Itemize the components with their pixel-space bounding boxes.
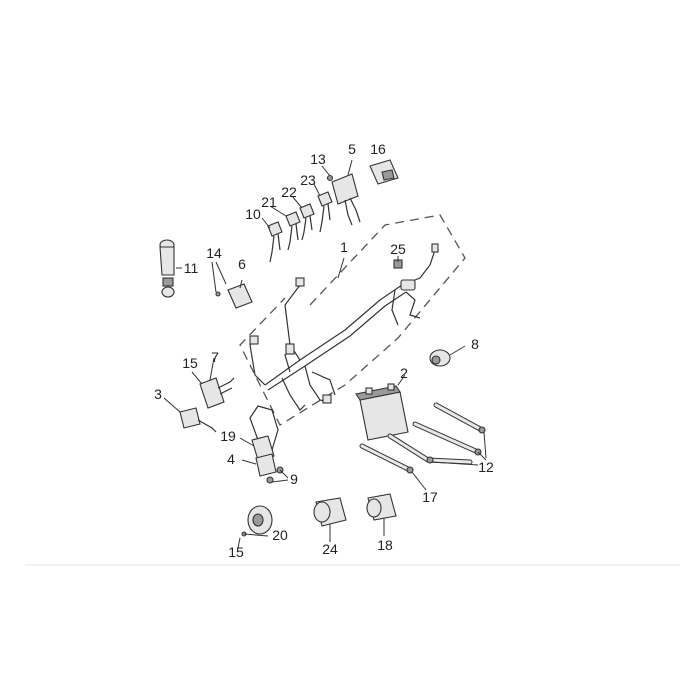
callout-11: 11	[184, 260, 199, 276]
cap	[429, 345, 466, 367]
callout-15b: 15	[228, 544, 244, 560]
callout-7: 7	[211, 349, 219, 365]
sensor-3	[163, 397, 217, 433]
callout-10: 10	[245, 206, 261, 222]
callout-13: 13	[310, 151, 326, 167]
callout-14: 14	[206, 245, 222, 261]
callout-21: 21	[261, 194, 277, 210]
tubes	[359, 402, 487, 491]
callout-4: 4	[227, 451, 235, 467]
relay-16	[369, 159, 399, 185]
socket-18	[366, 493, 397, 536]
battery	[355, 374, 409, 441]
socket-24	[313, 497, 347, 542]
callout-23: 23	[300, 172, 316, 188]
callout-6: 6	[238, 256, 246, 272]
fuse-25	[393, 256, 403, 269]
callout-17: 17	[422, 489, 438, 505]
ignition-switch	[159, 239, 182, 298]
callout-5: 5	[348, 141, 356, 157]
callout-18: 18	[377, 537, 393, 553]
callout-1: 1	[340, 239, 348, 255]
callout-20: 20	[272, 527, 288, 543]
callout-15a: 15	[182, 355, 198, 371]
regulator	[321, 159, 361, 226]
callout-22: 22	[281, 184, 297, 200]
wiring-harness	[239, 214, 466, 426]
callout-12: 12	[478, 459, 494, 475]
horn	[237, 505, 273, 549]
callout-19: 19	[220, 428, 236, 444]
callout-3: 3	[154, 386, 162, 402]
flasher	[211, 261, 253, 309]
callout-24: 24	[322, 541, 338, 557]
callout-2: 2	[400, 365, 408, 381]
callout-9: 9	[290, 471, 298, 487]
callout-labels: 1 2 3 4 5 6 7 8 9 10 11 12 13 14 15 15 1…	[154, 141, 494, 560]
ignition-coil	[239, 405, 289, 484]
callout-16: 16	[370, 141, 386, 157]
callout-8: 8	[471, 336, 479, 352]
connectors-row	[261, 183, 333, 263]
callout-25: 25	[390, 241, 406, 257]
switch-7	[191, 357, 235, 409]
